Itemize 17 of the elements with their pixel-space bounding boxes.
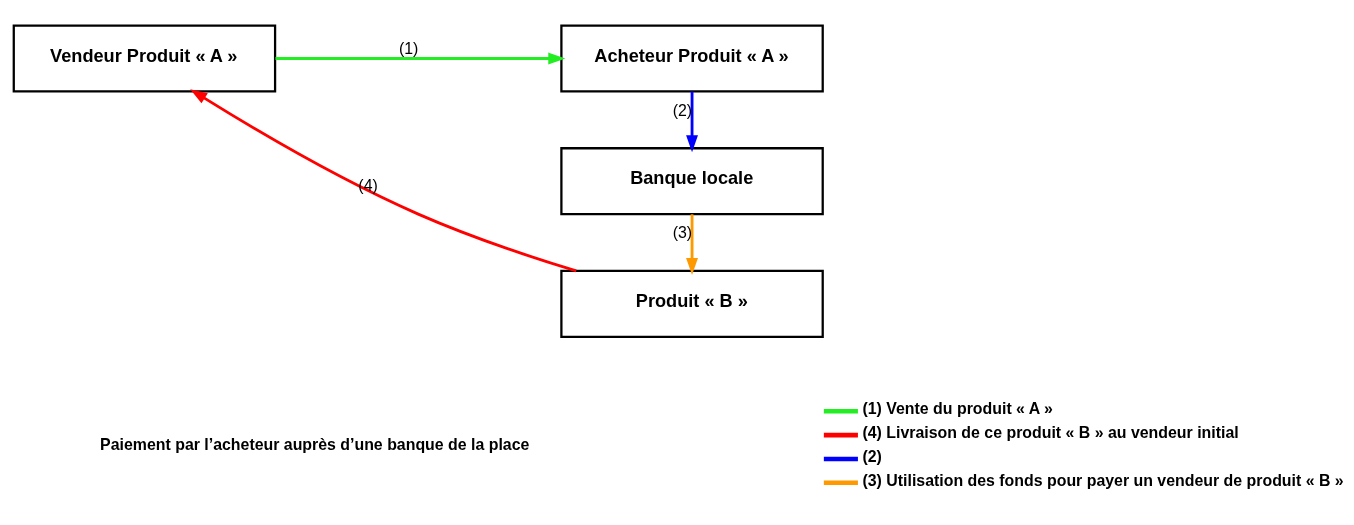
arrow (686, 213, 699, 275)
node-box: Banque locale (560, 146, 824, 215)
edge-label: (3) (672, 223, 693, 241)
legend-label: (4) Livraison de ce produit « B » au vendeur initial (862, 423, 1239, 441)
legend-label: (3) Utilisation des fonds pour payer un vendeur de produit « B » (862, 471, 1344, 489)
edge-label: (4) (358, 176, 378, 194)
node-box: Vendeur Produit « A » (12, 23, 277, 93)
legend-label: (2) (862, 447, 882, 465)
arrow (275, 52, 566, 64)
legend-label: (1) Vente du produit « A » (862, 399, 1053, 417)
node-box: Acheteur Produit « A » (560, 23, 824, 93)
arrow (190, 88, 577, 272)
node-box: Produit « B » (560, 269, 824, 338)
edge-label: (1) (398, 39, 419, 57)
arrow (686, 91, 699, 152)
edge-label: (2) (672, 101, 693, 119)
label: Paiement par l’acheteur auprès d’une banque de la place (100, 435, 530, 453)
